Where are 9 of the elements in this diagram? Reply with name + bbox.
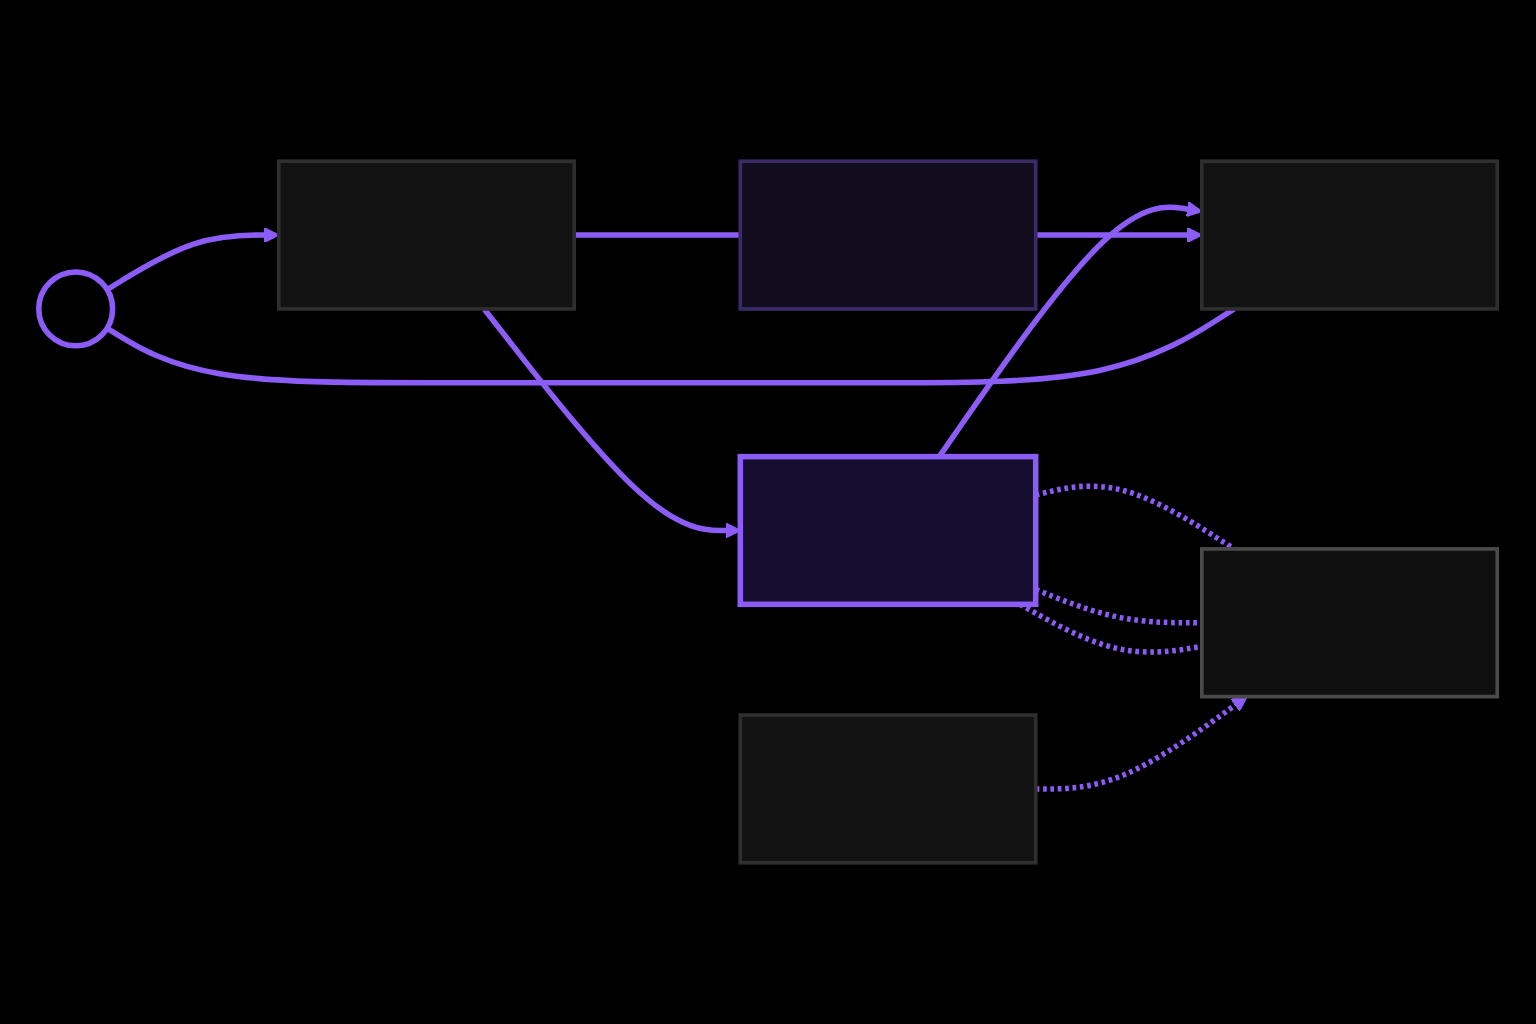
arrow — [1035, 695, 1248, 792]
node-box — [738, 713, 1038, 865]
node-circle — [36, 269, 116, 349]
node-box — [276, 159, 576, 311]
node-box — [738, 159, 1038, 311]
node-box — [1200, 547, 1500, 699]
node-box — [737, 453, 1039, 608]
node-box — [1200, 159, 1500, 311]
connector — [574, 232, 741, 238]
